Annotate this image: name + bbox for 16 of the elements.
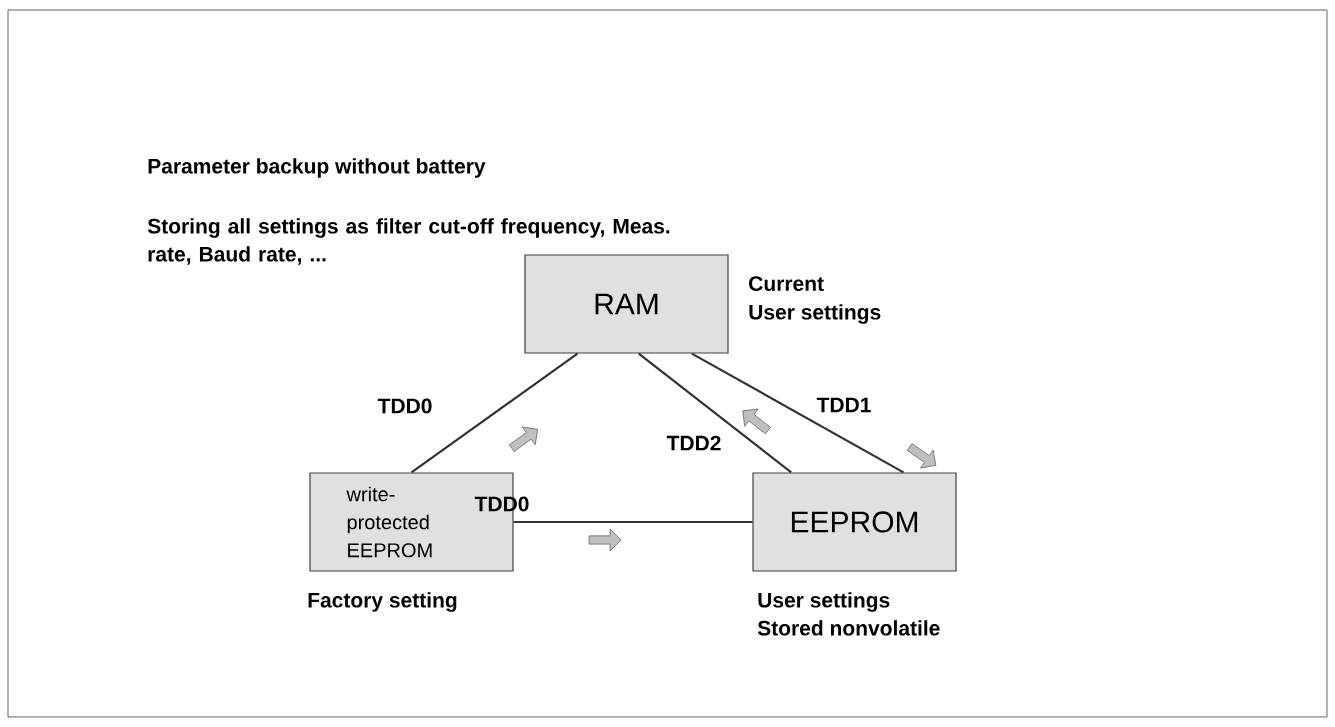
connector bbox=[410, 352, 579, 474]
node-label: Factory setting bbox=[308, 592, 457, 612]
edge-label: TDD2 bbox=[666, 435, 721, 451]
edge-label: TDD0 bbox=[377, 398, 432, 414]
memory-box: RAM bbox=[524, 254, 729, 354]
edge-label: TDD0 bbox=[474, 496, 529, 512]
memory-box: EEPROM bbox=[752, 472, 957, 572]
node-label: User settings bbox=[749, 304, 881, 324]
connector bbox=[638, 352, 792, 474]
node-label: Stored nonvolatile bbox=[757, 620, 940, 636]
connector bbox=[513, 520, 753, 524]
title: Parameter backup without battery bbox=[148, 158, 486, 178]
node-label: User settings bbox=[758, 592, 890, 612]
connector bbox=[691, 352, 905, 474]
node-label: Current bbox=[749, 276, 824, 292]
edge-label: TDD1 bbox=[816, 397, 871, 413]
